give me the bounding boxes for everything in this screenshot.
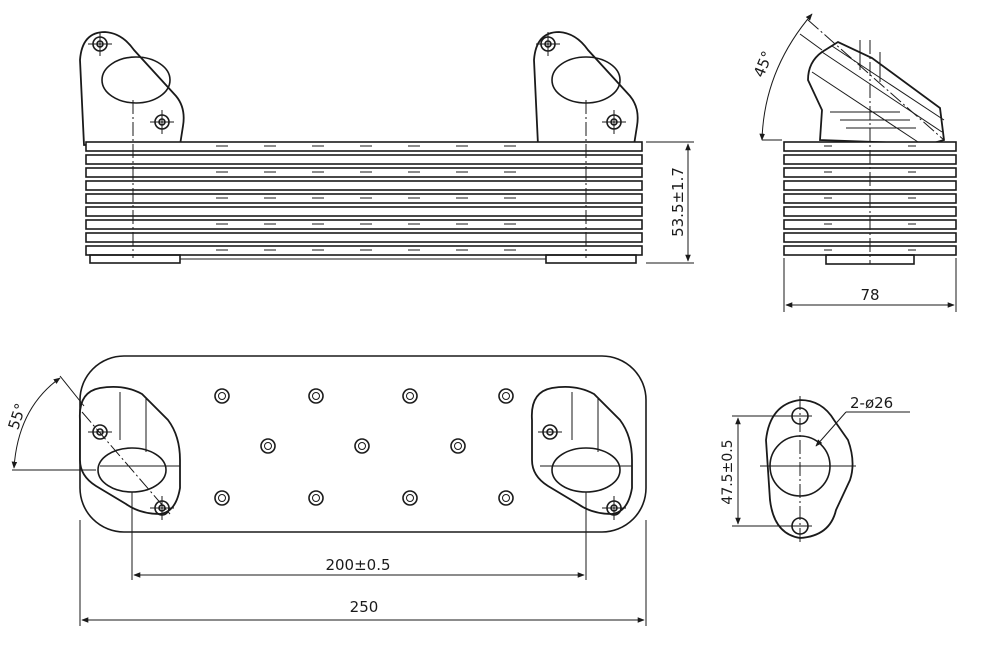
front-fin-stack xyxy=(85,100,643,264)
port-angle-label: 55° xyxy=(5,401,30,432)
depth-label: 78 xyxy=(860,286,879,304)
front-right-flange xyxy=(533,31,639,146)
stack-height-dimension: 53.5±1.7 xyxy=(646,141,694,264)
total-length-label: 250 xyxy=(350,598,379,616)
top-left-port xyxy=(78,385,181,520)
port-spacing-dimension: 200±0.5 xyxy=(131,492,587,580)
stack-height-label: 53.5±1.7 xyxy=(669,167,687,237)
flange-detail: 2-ø26 47.5±0.5 xyxy=(720,394,910,544)
side-angle-label: 45° xyxy=(750,48,777,79)
side-angled-port xyxy=(807,19,945,145)
front-view: 53.5±1.7 xyxy=(79,31,694,264)
port-spacing-label: 200±0.5 xyxy=(325,556,390,574)
flange-hole-label: 2-ø26 xyxy=(850,394,893,412)
top-right-port xyxy=(530,385,633,520)
side-view: 45° 78 xyxy=(750,13,957,312)
side-fin-stack xyxy=(783,40,957,265)
top-view: 55° 200±0.5 250 xyxy=(5,355,647,626)
depth-dimension: 78 xyxy=(783,258,957,312)
flange-spacing-label: 47.5±0.5 xyxy=(720,439,736,504)
flange-spacing-dimension: 47.5±0.5 xyxy=(720,415,792,527)
top-studs xyxy=(214,388,514,506)
front-left-flange xyxy=(79,31,185,146)
flange-hole-callout: 2-ø26 xyxy=(815,394,910,447)
total-length-dimension: 250 xyxy=(79,520,647,626)
